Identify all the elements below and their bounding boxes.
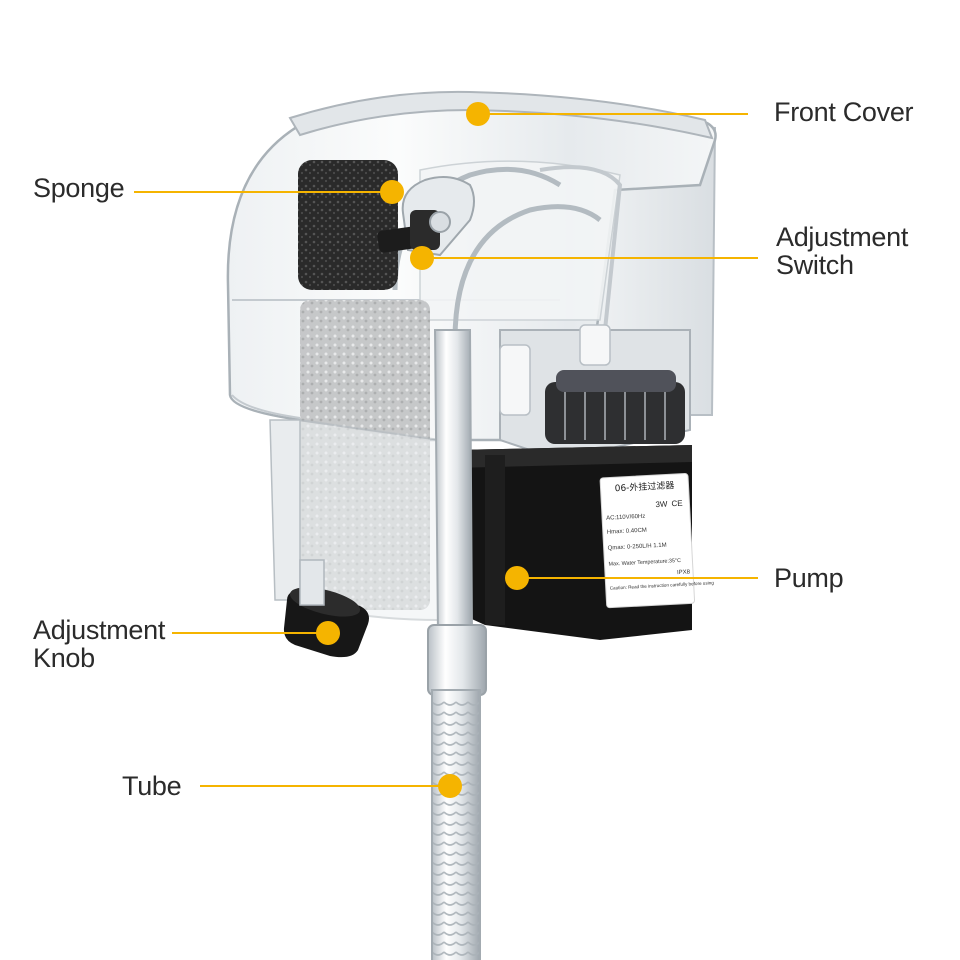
label-adjustment-knob: Adjustment Knob — [33, 616, 165, 672]
label-adjustment-switch: Adjustment Switch — [776, 223, 908, 279]
label-pump-text: Pump — [774, 563, 844, 593]
tube-dot-marker — [438, 774, 462, 798]
adjustment-switch-part — [377, 175, 475, 257]
label-sponge: Sponge — [33, 173, 125, 203]
label-adjustment-switch-line2: Switch — [776, 250, 854, 280]
sticker-line-1: AC:110V/60Hz — [606, 514, 646, 522]
sticker-line-5: IPX8 — [677, 569, 691, 576]
sticker-line-3: Qmax: 0-250L/H 1.1M — [608, 543, 667, 552]
label-pump: Pump — [774, 563, 844, 593]
pump-sticker: 06-外挂过滤器 3W CE AC:110V/60Hz Hmax: 0.40CM… — [599, 473, 715, 609]
adjustment-switch-dot-marker — [410, 246, 434, 270]
sticker-power: 3W — [655, 499, 668, 509]
sponge-dot-marker — [380, 180, 404, 204]
label-tube: Tube — [122, 771, 182, 801]
intake-tube — [427, 329, 487, 960]
sticker-cert: CE — [671, 499, 683, 509]
sticker-model: 06-外挂过滤器 — [614, 479, 674, 494]
adjustment-knob-dot-marker — [316, 621, 340, 645]
label-adjustment-switch-line1: Adjustment — [776, 222, 909, 252]
pump-dot-marker — [505, 566, 529, 590]
label-sponge-text: Sponge — [33, 173, 125, 203]
label-front-cover: Front Cover — [774, 97, 914, 127]
label-adjustment-knob-line2: Knob — [33, 643, 95, 673]
sticker-line-4: Max. Water Temperature:35°C — [608, 558, 681, 568]
leader-lines — [134, 113, 758, 787]
label-tube-text: Tube — [122, 771, 182, 801]
sticker-line-2: Hmax: 0.40CM — [607, 528, 647, 536]
filter-body — [226, 90, 717, 622]
dot-markers — [316, 102, 529, 798]
label-adjustment-knob-line1: Adjustment — [33, 615, 166, 645]
front-cover-dot-marker — [466, 102, 490, 126]
sticker-line-6: Caution: Read the instruction carefully … — [610, 580, 715, 590]
label-front-cover-text: Front Cover — [774, 97, 914, 127]
